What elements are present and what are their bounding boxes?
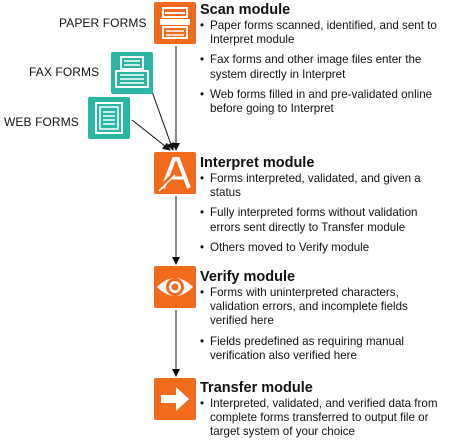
letter-a-pen-icon <box>154 152 196 194</box>
scan-module-bullets: Paper forms scanned, identified, and sen… <box>200 19 446 122</box>
fax-forms-label: FAX FORMS <box>29 65 100 79</box>
eye-icon <box>154 266 196 308</box>
list-item: Fully interpreted forms without validati… <box>200 206 446 234</box>
transfer-module-title: Transfer module <box>200 380 313 396</box>
paper-forms-label: PAPER FORMS <box>59 16 147 30</box>
scan-module-title: Scan module <box>200 2 291 18</box>
arrow-fax-to-interpret <box>149 85 175 151</box>
list-item: Others moved to Verify module <box>200 241 446 255</box>
interpret-module-bullets: Forms interpreted, validated, and given … <box>200 172 446 261</box>
arrow-web-to-interpret <box>131 119 171 151</box>
transfer-module-bullets: Interpreted, validated, and verified dat… <box>200 397 448 446</box>
list-item: Fields predefined as requiring manual ve… <box>200 335 446 363</box>
verify-module-title: Verify module <box>200 269 296 285</box>
list-item: Fax forms and other image files enter th… <box>200 53 446 81</box>
scanner-icon <box>154 2 196 44</box>
list-item: Web forms filled in and pre-validated on… <box>200 88 446 116</box>
fax-icon <box>111 52 153 94</box>
list-item: Forms with uninterpreted characters, val… <box>200 286 446 329</box>
verify-module-bullets: Forms with uninterpreted characters, val… <box>200 286 446 369</box>
list-item: Paper forms scanned, identified, and sen… <box>200 19 446 47</box>
web-form-icon <box>88 97 130 139</box>
arrow-right-icon <box>154 378 196 420</box>
web-forms-label: WEB FORMS <box>4 115 79 129</box>
list-item: Interpreted, validated, and verified dat… <box>200 397 448 440</box>
list-item: Forms interpreted, validated, and given … <box>200 172 446 200</box>
interpret-module-title: Interpret module <box>200 155 315 171</box>
